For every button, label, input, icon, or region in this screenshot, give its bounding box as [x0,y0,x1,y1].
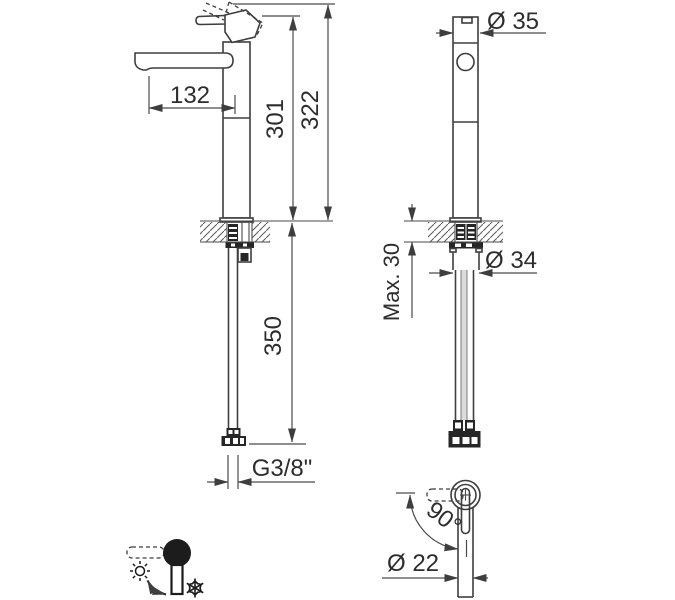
lever-groove [460,487,471,535]
handle-cap-side [224,9,261,44]
dim-supply-thread: G3/8" [207,455,315,489]
supply-hose-side [227,248,239,428]
mounting-stud-side [237,247,252,263]
handle-knob-icon [163,539,191,567]
hose-connectors-front [448,420,481,448]
dim-base-diameter-label: Ø 34 [485,247,537,274]
handle-rotation-detail: 90° Ø 22 [382,479,488,598]
dim-supply-length-label: 350 [260,316,287,356]
dim-handle-diameter-label: Ø 22 [387,550,439,577]
dim-max-deck-thickness-label: Max. 30 [379,243,404,321]
spout-side [134,52,234,71]
dim-total-height: 322 [233,3,335,221]
dim-spout-height-label: 301 [262,99,289,139]
faucet-body-front [452,16,479,219]
handle-stem-icon [170,563,184,596]
dim-spout-reach-label: 132 [170,82,210,109]
lever-hot-position-dashed [126,546,165,559]
spout-outlet-front [456,52,475,72]
mixing-rotation-arrow-icon [146,580,167,596]
through-deck-thread-side [226,222,253,242]
supply-hoses-front [454,270,475,420]
faucet-front-view [448,16,483,448]
base-flange-side [219,217,254,223]
through-deck-thread-front [454,222,478,242]
dim-max-deck-thickness: Max. 30 [379,204,416,321]
dim-supply-length: 350 [249,222,306,445]
base-shank-front [452,252,480,270]
dim-spout-height: 301 [262,15,300,221]
hose-connector-side [221,428,246,446]
deck-hatch [200,222,227,242]
fixing-nut-side [225,242,254,248]
base-flange-front [449,217,482,223]
deck-hatch [428,222,455,242]
dim-supply-thread-label: G3/8" [252,455,313,482]
faucet-body-side [222,41,251,219]
fixing-nut-front [449,242,483,253]
handle-raised-dashed-outline [202,1,264,38]
dim-body-diameter-label: Ø 35 [487,8,539,35]
temperature-mixing-legend [126,539,206,599]
handle-tip-front [461,16,473,24]
faucet-side-view [134,1,264,446]
deck-hatch [252,222,270,242]
countertop-section [200,220,503,243]
dim-handle-diameter: Ø 22 [382,550,488,582]
dim-total-height-label: 322 [297,90,324,130]
deck-hatch [477,222,503,242]
snowflake-icon [184,577,206,599]
sun-icon [130,561,150,581]
dim-body-diameter: Ø 35 [436,8,546,37]
dim-base-diameter: Ø 34 [429,247,537,277]
handle-lever-side [195,14,227,26]
dim-spout-reach: 132 [148,76,236,114]
